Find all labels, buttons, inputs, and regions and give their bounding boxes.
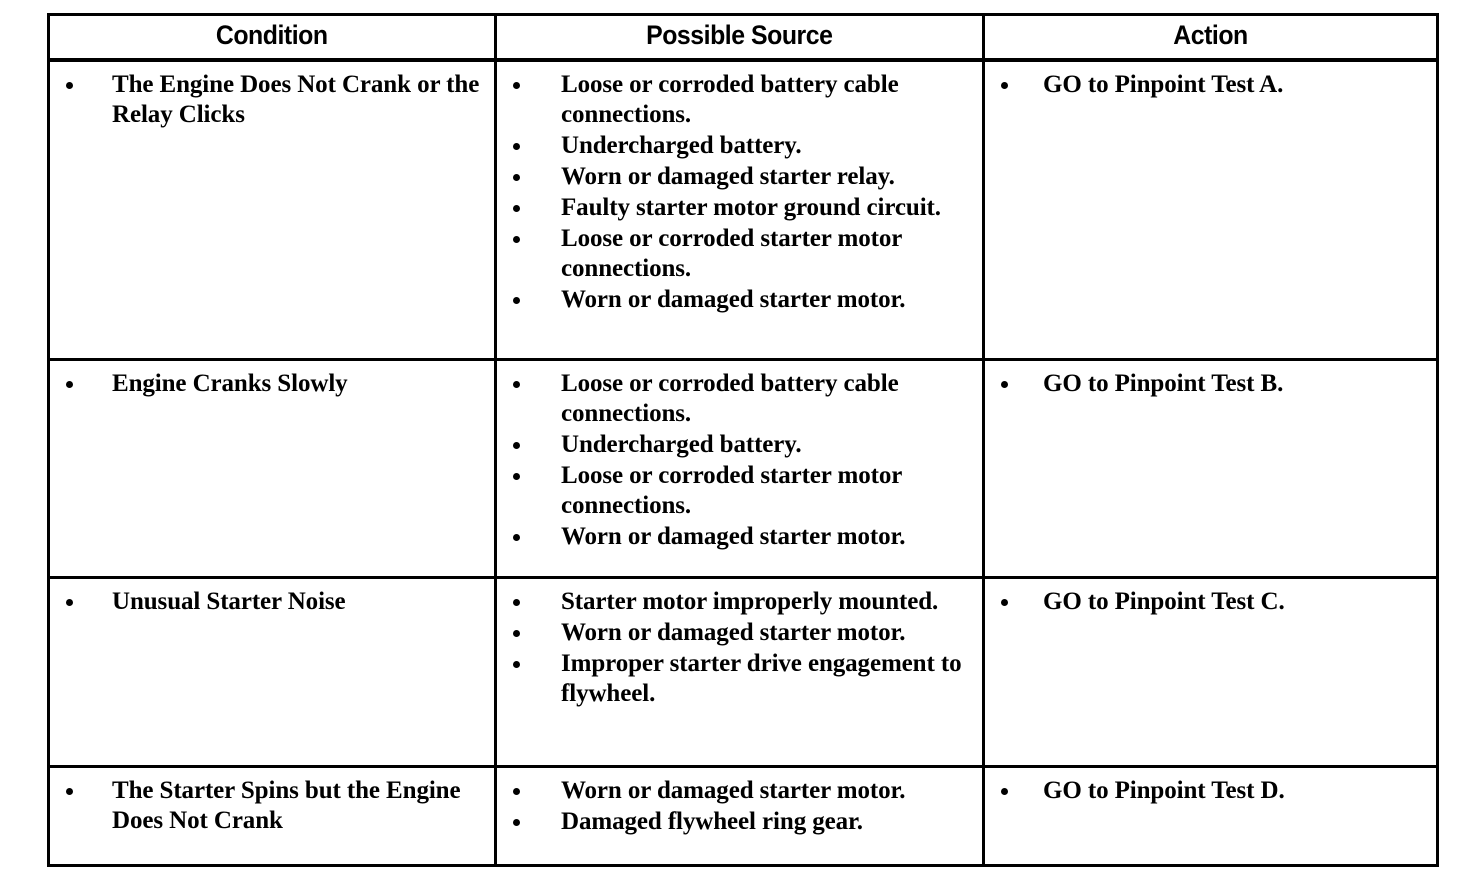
bullet-icon [513,297,520,304]
cell-possible-source: Loose or corroded battery cable connecti… [494,58,985,361]
action-list: GO to Pinpoint Test D. [995,776,1426,806]
cell-condition: Unusual Starter Noise [47,576,497,768]
bullet-icon [1001,381,1008,388]
list-item: Improper starter drive engagement to fly… [507,649,972,709]
list-item: Undercharged battery. [507,131,972,161]
header-row: Condition Possible Source Action [47,13,1439,62]
bullet-icon [1001,82,1008,89]
table-row: The Engine Does Not Crank or the Relay C… [47,58,1439,361]
cell-action: GO to Pinpoint Test C. [982,576,1439,768]
column-header-possible-source-label: Possible Source [646,20,833,50]
cell-condition: The Starter Spins but the Engine Does No… [47,765,497,867]
list-item: Faulty starter motor ground circuit. [507,193,972,223]
bullet-icon [513,143,520,150]
cell-possible-source: Loose or corroded battery cable connecti… [494,358,985,579]
bullet-icon [66,599,73,606]
cell-condition: The Engine Does Not Crank or the Relay C… [47,58,497,361]
list-item: GO to Pinpoint Test C. [995,587,1426,617]
bullet-icon [66,82,73,89]
bullet-icon [513,534,520,541]
list-item: GO to Pinpoint Test A. [995,70,1426,100]
condition-list: The Starter Spins but the Engine Does No… [60,776,484,836]
bullet-icon [513,205,520,212]
bullet-icon [513,174,520,181]
possible-source-list: Loose or corroded battery cable connecti… [507,369,972,552]
possible-source-list: Starter motor improperly mounted. Worn o… [507,587,972,709]
list-item: GO to Pinpoint Test D. [995,776,1426,806]
table-header: Condition Possible Source Action [47,13,1439,62]
column-header-possible-source: Possible Source [494,13,985,62]
bullet-icon [66,788,73,795]
bullet-icon [513,82,520,89]
list-item: Loose or corroded battery cable connecti… [507,369,972,429]
list-item: The Starter Spins but the Engine Does No… [60,776,484,836]
bullet-icon [513,381,520,388]
possible-source-list: Loose or corroded battery cable connecti… [507,70,972,315]
list-item: Worn or damaged starter motor. [507,776,972,806]
list-item: Engine Cranks Slowly [60,369,484,399]
list-item: Worn or damaged starter motor. [507,285,972,315]
condition-list: Unusual Starter Noise [60,587,484,617]
action-list: GO to Pinpoint Test C. [995,587,1426,617]
bullet-icon [513,473,520,480]
possible-source-list: Worn or damaged starter motor. Damaged f… [507,776,972,837]
cell-action: GO to Pinpoint Test A. [982,58,1439,361]
list-item: Worn or damaged starter relay. [507,162,972,192]
list-item: Starter motor improperly mounted. [507,587,972,617]
list-item: Damaged flywheel ring gear. [507,807,972,837]
bullet-icon [513,630,520,637]
table-row: Unusual Starter Noise Starter motor impr… [47,576,1439,768]
bullet-icon [513,599,520,606]
list-item: Unusual Starter Noise [60,587,484,617]
bullet-icon [513,442,520,449]
list-item: GO to Pinpoint Test B. [995,369,1426,399]
list-item: Loose or corroded battery cable connecti… [507,70,972,130]
bullet-icon [513,788,520,795]
column-header-action: Action [982,13,1439,62]
bullet-icon [513,819,520,826]
table-body: The Engine Does Not Crank or the Relay C… [47,58,1439,867]
cell-possible-source: Starter motor improperly mounted. Worn o… [494,576,985,768]
action-list: GO to Pinpoint Test A. [995,70,1426,100]
cell-action: GO to Pinpoint Test D. [982,765,1439,867]
column-header-condition-label: Condition [216,20,328,50]
bullet-icon [1001,788,1008,795]
list-item: Loose or corroded starter motor connecti… [507,461,972,521]
condition-list: The Engine Does Not Crank or the Relay C… [60,70,484,130]
condition-list: Engine Cranks Slowly [60,369,484,399]
diagnostic-table: Condition Possible Source Action [47,13,1439,867]
cell-condition: Engine Cranks Slowly [47,358,497,579]
list-item: The Engine Does Not Crank or the Relay C… [60,70,484,130]
table-row: The Starter Spins but the Engine Does No… [47,765,1439,867]
cell-action: GO to Pinpoint Test B. [982,358,1439,579]
list-item: Worn or damaged starter motor. [507,618,972,648]
column-header-condition: Condition [47,13,497,62]
bullet-icon [513,661,520,668]
bullet-icon [513,236,520,243]
table-row: Engine Cranks Slowly Loose or corroded b… [47,358,1439,579]
cell-possible-source: Worn or damaged starter motor. Damaged f… [494,765,985,867]
column-header-action-label: Action [1173,20,1248,50]
list-item: Loose or corroded starter motor connecti… [507,224,972,284]
bullet-icon [66,381,73,388]
list-item: Worn or damaged starter motor. [507,522,972,552]
list-item: Undercharged battery. [507,430,972,460]
bullet-icon [1001,599,1008,606]
action-list: GO to Pinpoint Test B. [995,369,1426,399]
